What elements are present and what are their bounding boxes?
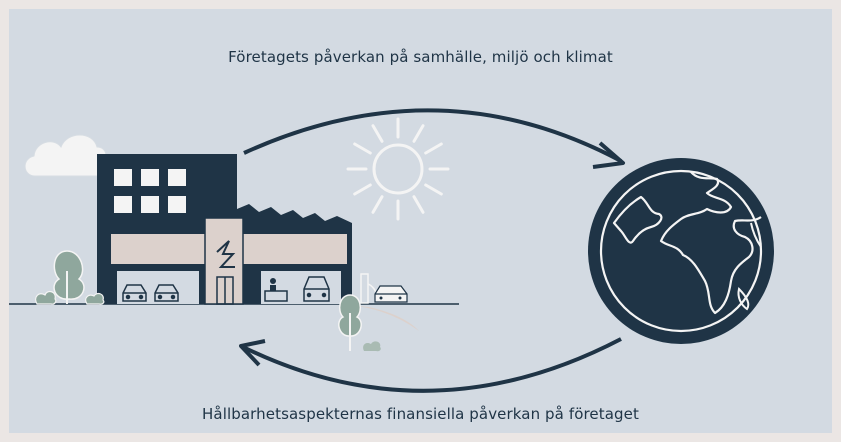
bush-icon bbox=[363, 341, 381, 352]
bottom-arrow bbox=[239, 337, 622, 393]
building-icon bbox=[97, 154, 352, 305]
tree-icon bbox=[53, 250, 85, 304]
sun-ray bbox=[412, 124, 425, 143]
top-caption: Företagets påverkan på samhälle, miljö o… bbox=[228, 48, 613, 66]
car-icon bbox=[303, 276, 330, 302]
bush-icon bbox=[35, 290, 57, 305]
sun-ray bbox=[424, 183, 443, 196]
diagram-scene bbox=[9, 108, 774, 393]
car-icon bbox=[154, 284, 179, 302]
diagram-frame: Företagets påverkan på samhälle, miljö o… bbox=[9, 9, 832, 433]
sun-icon bbox=[346, 117, 450, 221]
bottom-caption: Hållbarhetsaspekternas finansiella påver… bbox=[202, 405, 639, 423]
cloud-icon bbox=[24, 134, 107, 177]
sun-ray bbox=[371, 195, 384, 214]
car-icon bbox=[374, 285, 408, 303]
person-icon bbox=[264, 278, 288, 302]
globe-icon bbox=[588, 158, 774, 344]
tree-icon bbox=[338, 294, 362, 351]
bush-icon bbox=[85, 292, 105, 305]
sun-ray bbox=[412, 195, 425, 214]
sun-ray bbox=[371, 124, 384, 143]
sun-ray bbox=[353, 183, 372, 196]
top-arrow bbox=[243, 108, 625, 169]
sun-ray bbox=[353, 142, 372, 155]
car-icon bbox=[122, 284, 147, 302]
sun-ray bbox=[424, 142, 443, 155]
